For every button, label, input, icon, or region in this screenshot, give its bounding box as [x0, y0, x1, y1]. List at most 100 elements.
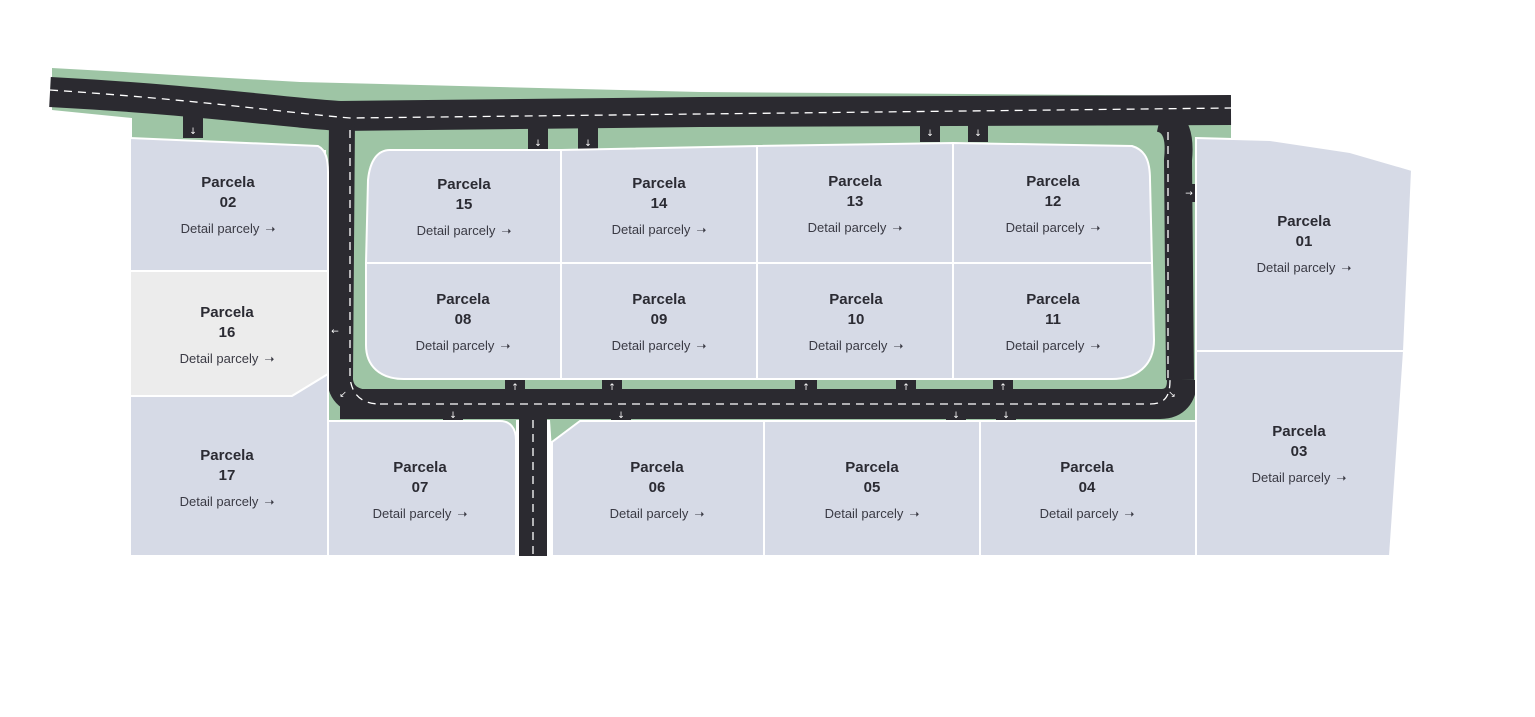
parcel-title: Parcela [829, 291, 883, 308]
arrow-right-icon: ➝ [694, 507, 705, 521]
road-network [49, 77, 1232, 556]
parcel-number: 16 [218, 324, 236, 341]
parcel-number: 01 [1295, 233, 1313, 250]
arrow-up-icon: ↑ [511, 383, 519, 393]
parcel-title: Parcela [632, 175, 686, 192]
arrow-up-icon: ↑ [608, 383, 616, 393]
parcel-number: 08 [454, 311, 472, 328]
parcel-detail-link[interactable]: Detail parcely ➝ [1257, 259, 1352, 277]
arrow-down-icon: ↓ [584, 139, 592, 149]
arrow-up-icon: ↑ [902, 383, 910, 393]
parcel-title: Parcela [632, 291, 686, 308]
parcel-detail-link[interactable]: Detail parcely➝ [373, 505, 468, 523]
parcel-detail-link-text: Detail parcely [1005, 220, 1085, 235]
parcel-detail-link-text: Detail parcely [609, 506, 689, 521]
parcel-number: 15 [455, 196, 473, 213]
parcel-detail-link[interactable]: Detail parcely ➝ [416, 337, 511, 355]
parcel-title: Parcela [437, 176, 491, 193]
arrow-down-icon: ↓ [1002, 411, 1010, 421]
parcel-06-shape[interactable] [551, 420, 765, 557]
parcel-detail-link[interactable]: Detail parcely ➝ [612, 337, 707, 355]
arrow-down-icon: ↓ [952, 411, 960, 421]
parcel-number: 03 [1290, 443, 1308, 460]
arrow-right-icon: ➝ [696, 339, 707, 353]
parcel-02-shape[interactable] [129, 136, 329, 272]
parcel-detail-link[interactable]: Detail parcely➝ [417, 222, 512, 240]
arrow-down-right-icon: ↘ [1168, 390, 1176, 400]
parcel-detail-link[interactable]: Detail parcely➝ [180, 350, 275, 368]
parcel-08-shape[interactable] [365, 262, 562, 380]
arrow-right-icon: ➝ [264, 495, 275, 509]
parcel-detail-link-text: Detail parcely [1256, 260, 1336, 275]
parcel-detail-link-text: Detail parcely [416, 223, 496, 238]
parcel-title: Parcela [1026, 173, 1080, 190]
parcel-11-shape[interactable] [952, 262, 1156, 380]
arrow-right-icon: ➝ [1124, 507, 1135, 521]
arrow-right-icon: ➝ [909, 507, 920, 521]
parcel-detail-link[interactable]: Detail parcely ➝ [180, 493, 275, 511]
parcel-title: Parcela [1060, 459, 1114, 476]
parcel-03-shape[interactable] [1195, 350, 1406, 557]
parcel-detail-link-text: Detail parcely [1005, 338, 1085, 353]
parcel-detail-link[interactable]: Detail parcely ➝ [1006, 219, 1101, 237]
parcel-detail-link-text: Detail parcely [611, 338, 691, 353]
parcel-detail-link-text: Detail parcely [179, 351, 259, 366]
parcel-detail-link[interactable]: Detail parcely ➝ [809, 337, 904, 355]
arrow-right-icon: ➝ [500, 339, 511, 353]
parcel-number: 04 [1078, 479, 1096, 496]
parcel-07-shape[interactable] [327, 420, 517, 557]
parcel-detail-link-text: Detail parcely [415, 338, 495, 353]
arrow-down-icon: ↓ [189, 127, 197, 137]
arrow-down-icon: ↓ [534, 139, 542, 149]
parcel-title: Parcela [845, 459, 899, 476]
parcel-detail-link[interactable]: Detail parcely➝ [825, 505, 920, 523]
arrow-right-icon: ➝ [1090, 221, 1101, 235]
parcel-detail-link[interactable]: Detail parcely➝ [181, 220, 276, 238]
arrow-right-icon: ➝ [1341, 261, 1352, 275]
parcel-number: 05 [863, 479, 881, 496]
parcel-detail-link[interactable]: Detail parcely ➝ [1040, 505, 1135, 523]
arrow-down-icon: ↓ [926, 129, 934, 139]
parcel-detail-link[interactable]: Detail parcely➝ [612, 221, 707, 239]
parcel-detail-link-text: Detail parcely [807, 220, 887, 235]
parcel-detail-link[interactable]: Detail parcely ➝ [610, 505, 705, 523]
parcel-detail-link-text: Detail parcely [808, 338, 888, 353]
parcel-number: 11 [1045, 311, 1061, 328]
parcel-number: 13 [846, 193, 864, 210]
arrow-left-icon: ← [331, 327, 339, 337]
parcel-number: 10 [847, 311, 865, 328]
parcel-detail-link-text: Detail parcely [179, 494, 259, 509]
parcel-detail-link[interactable]: Detail parcely➝ [1006, 337, 1101, 355]
parcel-title: Parcela [1277, 213, 1331, 230]
arrow-right-icon: ➝ [892, 221, 903, 235]
arrow-right-icon: ➝ [696, 223, 707, 237]
parcel-detail-link-text: Detail parcely [372, 506, 452, 521]
parcel-12-shape[interactable] [952, 141, 1154, 264]
arrow-right-icon: ➝ [893, 339, 904, 353]
parcel-title: Parcela [200, 447, 254, 464]
parcel-detail-link-text: Detail parcely [1039, 506, 1119, 521]
parcel-detail-link[interactable]: Detail parcely ➝ [808, 219, 903, 237]
arrow-down-left-icon: ↙ [339, 390, 347, 400]
parcel-detail-link[interactable]: Detail parcely➝ [1252, 469, 1347, 487]
parcel-title: Parcela [436, 291, 490, 308]
parcel-title: Parcela [630, 459, 684, 476]
